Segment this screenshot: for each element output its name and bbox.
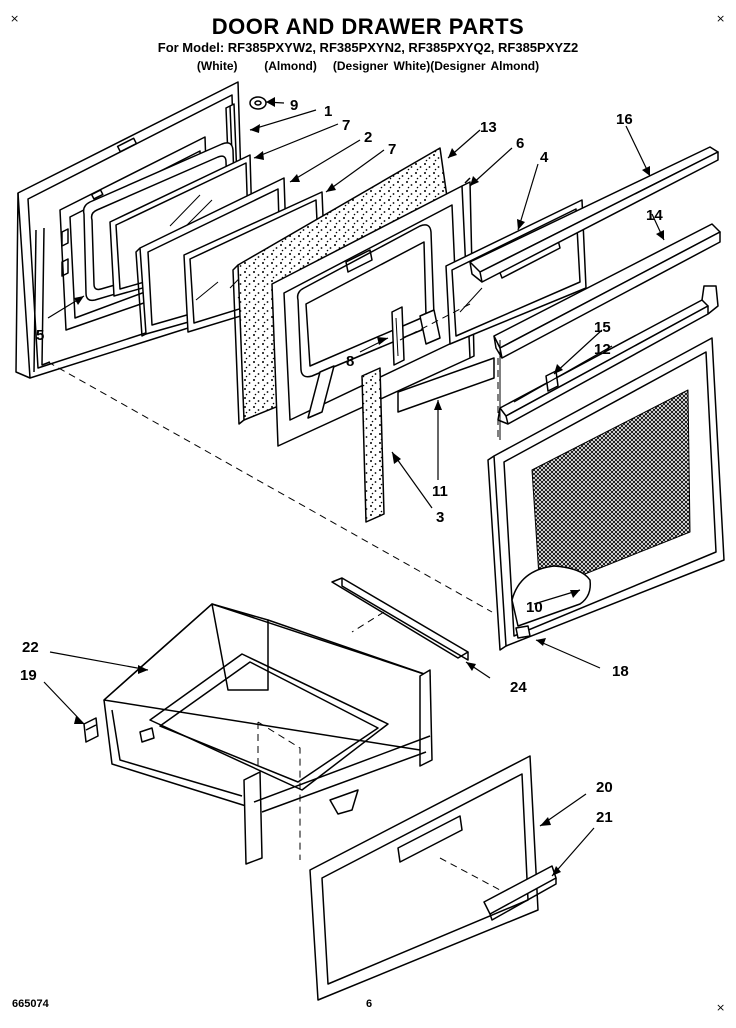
door-vent-shield <box>397 357 495 413</box>
callout-2: 2 <box>364 129 372 146</box>
model-list: For Model: RF385PXYW2, RF385PXYN2, RF385… <box>157 40 579 55</box>
callout-10: 10 <box>526 599 543 616</box>
vent-bracket <box>391 306 405 366</box>
document-number: 665074 <box>12 998 49 1010</box>
insulation-strip <box>361 367 385 523</box>
alignment-lines <box>47 303 501 891</box>
callout-9: 9 <box>290 97 298 114</box>
door-top-trim <box>493 223 721 359</box>
callout-19: 19 <box>20 667 37 684</box>
callout-7a: 7 <box>342 117 350 134</box>
callout-24: 24 <box>510 679 527 696</box>
callout-20: 20 <box>596 779 613 796</box>
door-bumper <box>249 96 267 110</box>
callout-11: 11 <box>432 483 448 500</box>
callout-18: 18 <box>612 663 629 680</box>
callout-13: 13 <box>480 119 497 136</box>
drawer-front-panel <box>309 755 539 1001</box>
corner-mark-top-right: × <box>716 12 726 25</box>
color-list: (White) (Almond) (Designer White)(Design… <box>196 59 540 73</box>
callout-12: 12 <box>594 341 611 358</box>
page-number: 6 <box>366 998 373 1010</box>
callout-14: 14 <box>646 207 663 224</box>
callout-22: 22 <box>22 639 39 656</box>
callout-15: 15 <box>594 319 611 336</box>
callout-7b: 7 <box>388 141 396 158</box>
callout-21: 21 <box>596 809 613 826</box>
drawer-body <box>103 603 433 865</box>
drawer-slide-rail <box>331 577 469 661</box>
drawer-handle <box>483 865 557 921</box>
callout-4: 4 <box>540 149 549 166</box>
callout-6: 6 <box>516 135 524 152</box>
door-support-rail <box>497 285 719 425</box>
callout-numbers: 1 2 3 4 5 6 7 7 7 8 9 10 11 12 13 14 15 … <box>20 97 663 826</box>
corner-mark-bottom-right: × <box>716 1001 726 1014</box>
inner-door-frame <box>487 337 725 651</box>
drawer-clip <box>83 717 99 743</box>
page-title: DOOR AND DRAWER PARTS <box>211 14 525 39</box>
corner-mark-top-left: × <box>10 12 20 25</box>
callout-3: 3 <box>436 509 444 526</box>
door-handle-trim <box>469 146 719 283</box>
callout-1: 1 <box>324 103 332 120</box>
callout-8: 8 <box>346 353 354 370</box>
callout-16: 16 <box>616 111 633 128</box>
leader-arrowheads <box>74 97 664 876</box>
callout-5: 5 <box>36 327 44 344</box>
